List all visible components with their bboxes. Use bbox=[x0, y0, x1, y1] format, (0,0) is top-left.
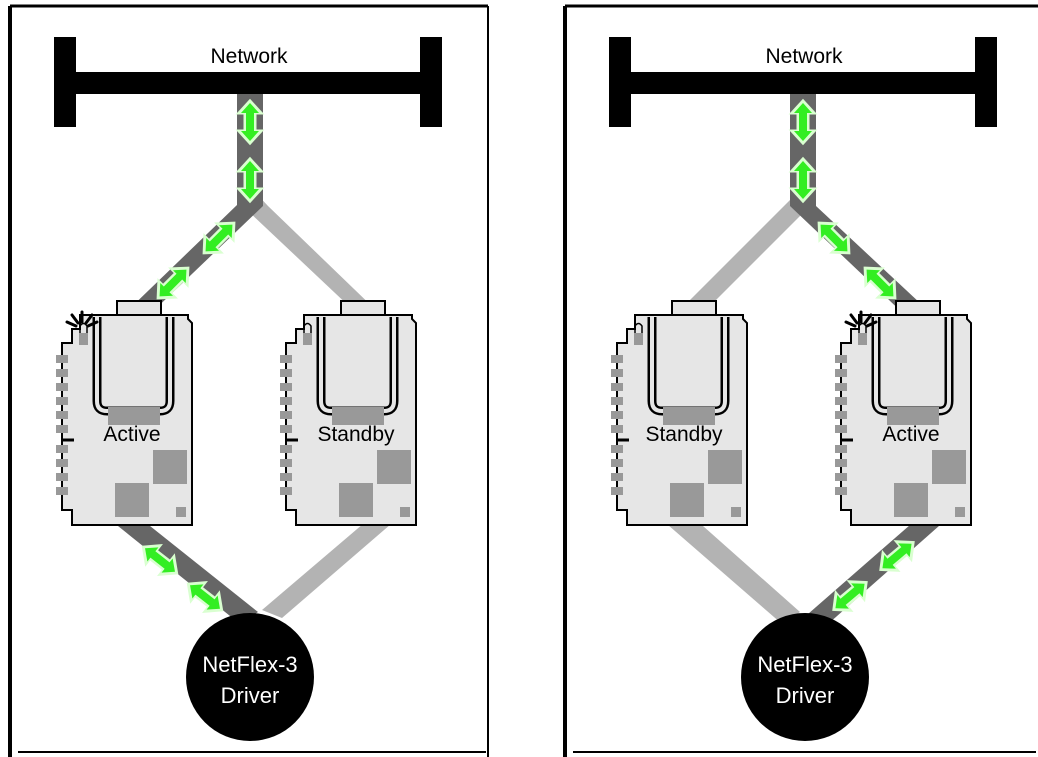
panel-left: Network Active Standby NetFlex-3 Driver bbox=[8, 4, 489, 757]
driver-label-line1: NetFlex-3 bbox=[202, 652, 297, 677]
standby-link-driver bbox=[660, 518, 800, 624]
network-bus: Network bbox=[609, 37, 997, 127]
nic-card-active: Active bbox=[56, 301, 192, 525]
driver-label-line1: NetFlex-3 bbox=[757, 652, 852, 677]
nic-card-active: Active bbox=[835, 301, 971, 525]
active-link-network bbox=[120, 94, 263, 318]
netflex-driver-node: NetFlex-3 Driver bbox=[741, 613, 869, 741]
standby-link-network bbox=[672, 194, 810, 318]
active-link-network bbox=[790, 94, 936, 318]
standby-link-network bbox=[247, 192, 382, 326]
network-label: Network bbox=[210, 45, 288, 68]
driver-label-line2: Driver bbox=[776, 683, 835, 708]
panel-right: Network Standby Active NetFlex-3 Driver bbox=[563, 4, 1038, 757]
nic-card-standby: Standby bbox=[280, 301, 416, 525]
active-link-driver bbox=[808, 518, 948, 624]
netflex-driver-node: NetFlex-3 Driver bbox=[186, 613, 314, 741]
panel-frame bbox=[8, 4, 489, 757]
card-label: Active bbox=[103, 423, 160, 446]
network-bus: Network bbox=[54, 37, 442, 127]
nic-card-standby: Standby bbox=[611, 301, 747, 525]
panel-frame bbox=[563, 4, 1038, 757]
driver-label-line2: Driver bbox=[221, 683, 280, 708]
network-label: Network bbox=[765, 45, 843, 68]
card-label: Standby bbox=[317, 423, 395, 446]
card-label: Active bbox=[882, 423, 939, 446]
active-link-driver bbox=[108, 518, 258, 624]
standby-link-driver bbox=[262, 518, 398, 618]
card-label: Standby bbox=[645, 423, 723, 446]
